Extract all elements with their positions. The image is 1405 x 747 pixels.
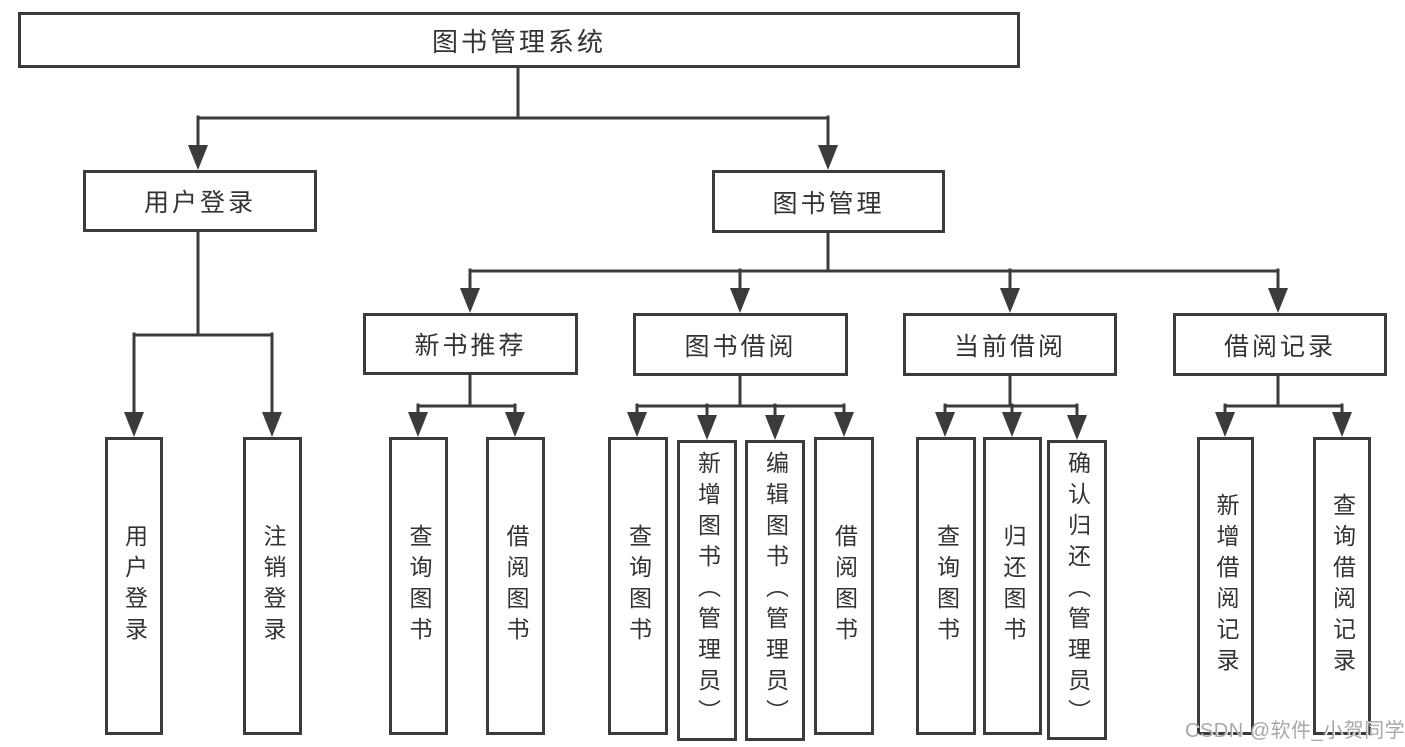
arrowhead: [262, 412, 282, 437]
arrowhead: [818, 145, 838, 170]
leaf-nb-borrow-book: 借阅图书: [486, 437, 545, 735]
leaf-label: 查询借阅记录: [1329, 493, 1356, 679]
node-new-book-recommend: 新书推荐: [363, 313, 578, 375]
arrowhead: [1332, 412, 1352, 437]
leaf-nb-query-book: 查询图书: [389, 437, 448, 735]
node-book-management: 图书管理: [712, 170, 945, 233]
arrowhead: [730, 288, 750, 313]
leaf-cb-query-book: 查询图书: [916, 437, 976, 735]
arrowhead: [935, 412, 955, 437]
leaf-label: 新增借阅记录: [1213, 493, 1239, 679]
node-root: 图书管理系统: [18, 12, 1020, 68]
leaf-label: 查询图书: [933, 524, 960, 648]
arrowhead: [1215, 412, 1235, 437]
arrowhead: [460, 288, 480, 313]
leaf-label: 借阅图书: [503, 524, 529, 648]
leaf-label: 确认归还（管理员）: [1064, 450, 1091, 730]
leaf-cb-return-book: 归还图书: [983, 437, 1042, 735]
leaf-label: 查询图书: [625, 524, 652, 648]
leaf-logout: 注销登录: [243, 437, 302, 735]
arrowhead: [627, 412, 647, 437]
node-user-login: 用户登录: [83, 170, 317, 232]
leaf-user-login: 用户登录: [105, 437, 163, 735]
leaf-label: 归还图书: [1000, 524, 1026, 648]
arrowhead: [188, 145, 208, 170]
leaf-label: 借阅图书: [831, 524, 858, 648]
node-borrow-records: 借阅记录: [1173, 313, 1387, 376]
arrowhead: [834, 412, 854, 437]
leaf-bb-borrow-book: 借阅图书: [814, 437, 874, 735]
leaf-label: 注销登录: [260, 524, 286, 648]
arrowhead: [697, 415, 717, 440]
arrowhead: [505, 412, 525, 437]
arrowhead: [1002, 412, 1022, 437]
leaf-label: 新增图书（管理员）: [694, 451, 721, 730]
arrowhead: [124, 412, 144, 437]
leaf-br-query-record: 查询借阅记录: [1313, 437, 1371, 735]
leaf-bb-add-book-admin: 新增图书（管理员）: [677, 440, 737, 741]
leaf-br-add-record: 新增借阅记录: [1197, 437, 1254, 735]
arrowhead: [1067, 415, 1087, 440]
leaf-label: 用户登录: [121, 524, 148, 648]
leaf-label: 编辑图书（管理员）: [762, 451, 789, 730]
leaf-bb-edit-book-admin: 编辑图书（管理员）: [745, 440, 805, 741]
arrowhead: [765, 415, 785, 440]
watermark-text: CSDN @软件_小贺同学: [1185, 720, 1405, 742]
arrowhead: [408, 412, 428, 437]
leaf-bb-query-book: 查询图书: [608, 437, 668, 735]
arrowhead: [1000, 288, 1020, 313]
arrowhead: [1268, 288, 1288, 313]
leaf-label: 查询图书: [406, 524, 432, 648]
node-book-borrow: 图书借阅: [633, 313, 848, 376]
node-current-borrow: 当前借阅: [903, 313, 1117, 376]
leaf-cb-confirm-return-admin: 确认归还（管理员）: [1047, 440, 1107, 740]
